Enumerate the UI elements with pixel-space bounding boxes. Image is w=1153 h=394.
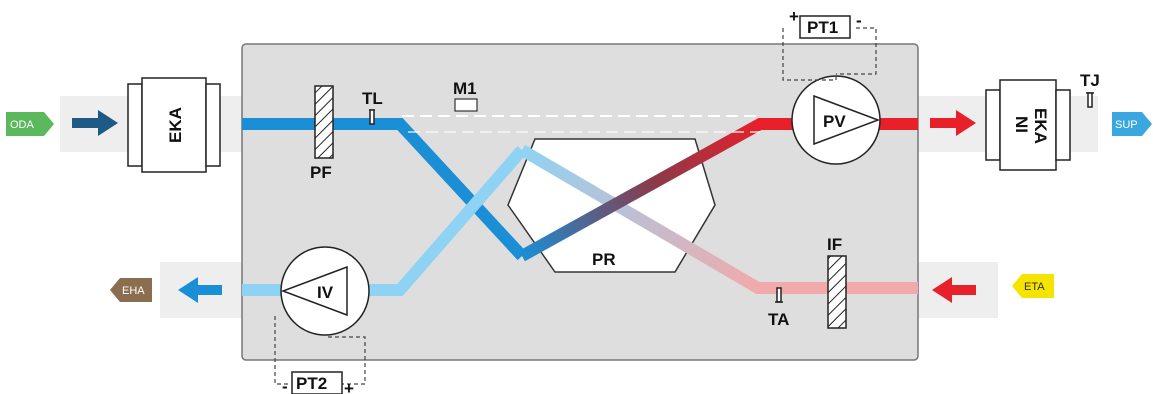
tj-sensor-icon — [1086, 92, 1094, 108]
ta-sensor-icon — [775, 287, 783, 303]
arrow-eha-out-icon — [178, 277, 222, 303]
eka-left-heater: EKA — [127, 77, 221, 173]
tl-sensor-icon — [369, 109, 375, 125]
arrow-sup-out-icon — [930, 110, 976, 136]
tl-label: TL — [362, 89, 383, 108]
m1-label: M1 — [453, 79, 477, 98]
pt1-label: PT1 — [807, 18, 838, 37]
arrow-eta-in-icon — [932, 277, 976, 303]
tj-label: TJ — [1080, 71, 1100, 90]
sup-label: SUP — [1115, 119, 1138, 131]
pt2-minus: - — [282, 377, 288, 394]
if-label: IF — [827, 235, 842, 254]
pt2-lines-2 — [325, 336, 366, 385]
pt1-lines-2 — [836, 27, 877, 75]
if-filter — [827, 255, 847, 329]
eha-tag: EHA — [110, 278, 152, 302]
pt1-lines — [782, 28, 837, 81]
oda-tag: ODA — [6, 112, 54, 136]
pt2-label: PT2 — [296, 374, 327, 393]
pv-fan-icon — [813, 94, 881, 146]
outdoor-air-flow — [242, 118, 527, 261]
eha-label: EHA — [122, 285, 145, 297]
m1-damper-box — [454, 98, 478, 112]
eka-ni-right-heater: EKA NI — [985, 79, 1071, 171]
pv-fan: PV — [791, 75, 881, 165]
iv-fan: IV — [280, 246, 370, 336]
eka-right-label-bottom: NI — [1012, 116, 1031, 133]
pt2-box — [291, 371, 343, 394]
pv-label: PV — [823, 112, 846, 131]
pf-filter — [314, 85, 334, 159]
arrow-oda-in-icon — [72, 110, 118, 136]
pf-label: PF — [310, 163, 332, 182]
pt1-minus: - — [856, 11, 862, 30]
iv-fan-icon — [280, 265, 348, 317]
ta-label: TA — [768, 310, 789, 329]
pt2-lines — [274, 316, 290, 385]
pt1-plus: + — [789, 7, 799, 26]
oda-label: ODA — [10, 119, 35, 131]
eka-right-label-top: EKA — [1031, 108, 1050, 144]
eta-label: ETA — [1024, 281, 1045, 293]
iv-label: IV — [317, 283, 334, 302]
pr-label: PR — [592, 250, 616, 269]
pt2-plus: + — [344, 379, 354, 394]
eka-left-label: EKA — [166, 107, 185, 143]
eta-tag: ETA — [1012, 274, 1054, 298]
sup-tag: SUP — [1112, 112, 1152, 136]
pt1-box — [799, 15, 851, 39]
